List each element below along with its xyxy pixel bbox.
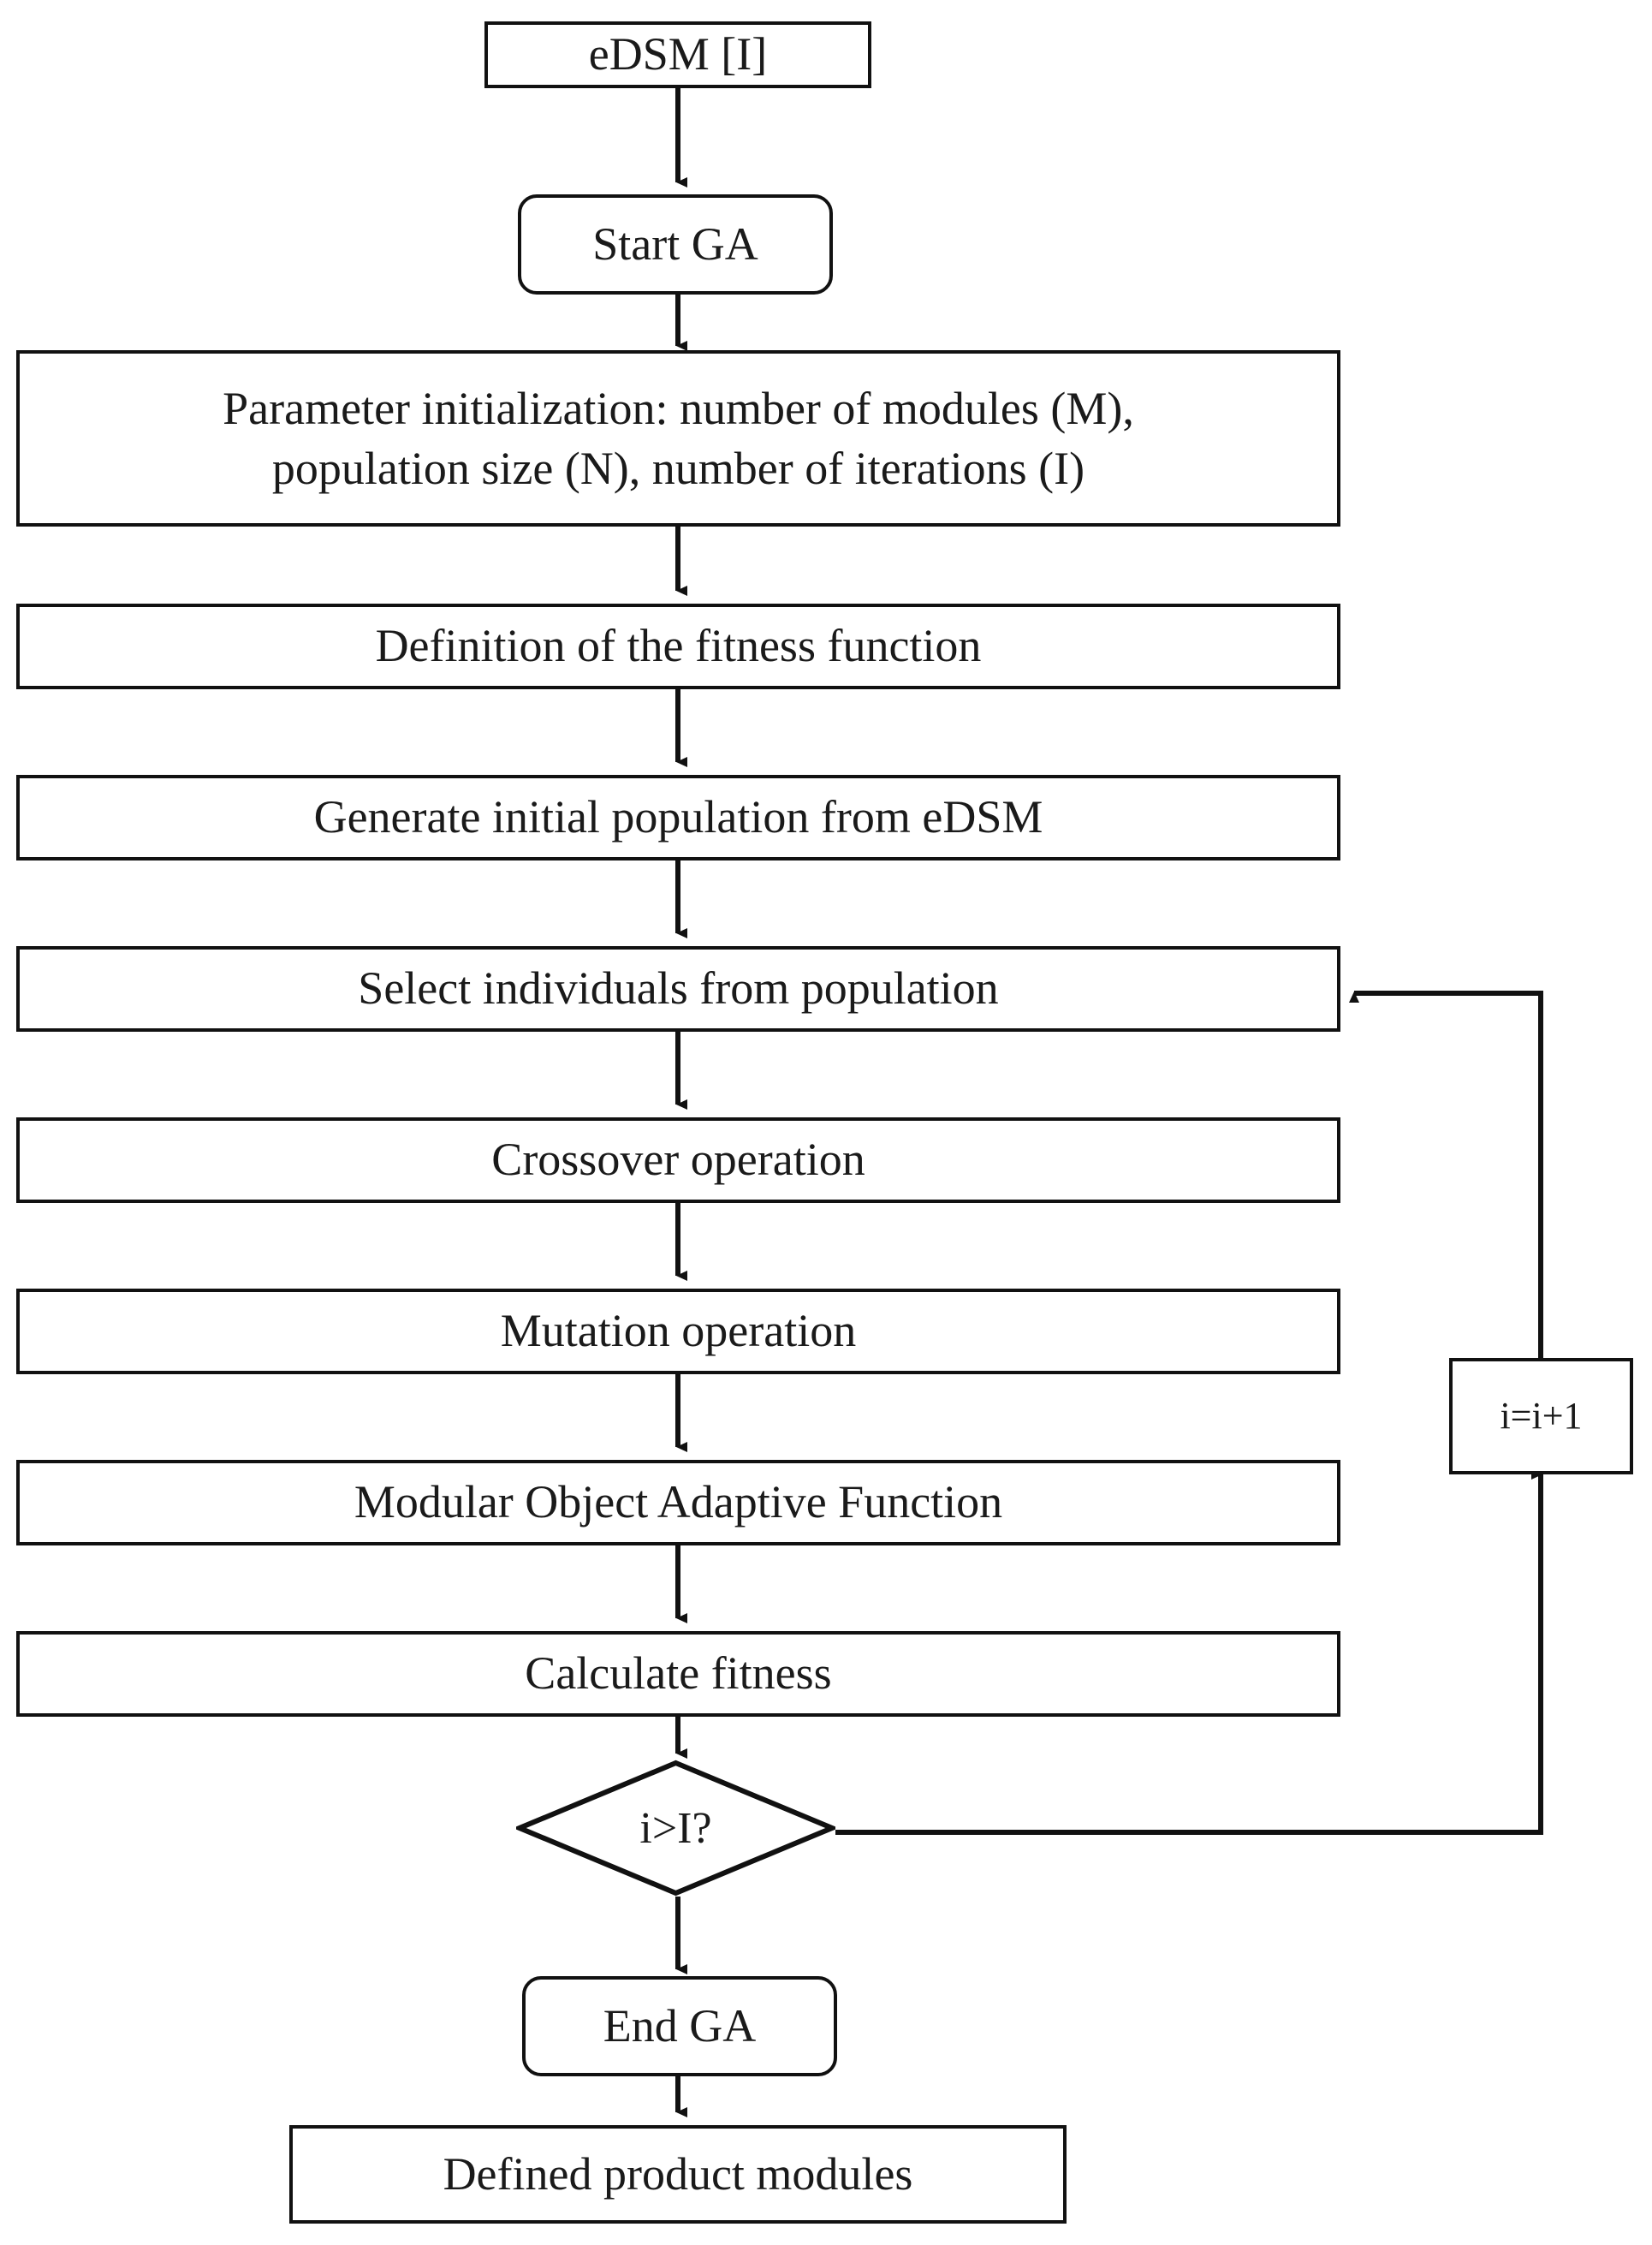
node-calculate-fitness-label: Calculate fitness: [525, 1647, 832, 1700]
node-parameter-initialization-label: Parameter initialization: number of modu…: [32, 378, 1325, 498]
node-parameter-initialization[interactable]: Parameter initialization: number of modu…: [16, 350, 1340, 527]
node-fitness-definition-label: Definition of the fitness function: [375, 620, 982, 672]
node-increment-label: i=i+1: [1500, 1395, 1583, 1438]
node-defined-product-modules[interactable]: Defined product modules: [289, 2125, 1067, 2224]
node-end-ga[interactable]: End GA: [522, 1976, 837, 2076]
param-line-1: Parameter initialization: number of modu…: [223, 382, 1134, 434]
node-edsm[interactable]: eDSM [I]: [484, 21, 871, 88]
node-crossover-operation[interactable]: Crossover operation: [16, 1117, 1340, 1203]
node-start-ga[interactable]: Start GA: [518, 194, 833, 295]
node-end-ga-label: End GA: [603, 1999, 757, 2051]
node-modular-object-adaptive-function[interactable]: Modular Object Adaptive Function: [16, 1460, 1340, 1545]
node-fitness-definition[interactable]: Definition of the fitness function: [16, 604, 1340, 689]
node-calculate-fitness[interactable]: Calculate fitness: [16, 1631, 1340, 1717]
node-modular-object-adaptive-function-label: Modular Object Adaptive Function: [354, 1476, 1003, 1528]
edge-increment-to-select: [1349, 991, 1543, 1358]
node-select-individuals[interactable]: Select individuals from population: [16, 946, 1340, 1032]
node-generate-population-label: Generate initial population from eDSM: [313, 791, 1043, 843]
node-edsm-label: eDSM [I]: [588, 28, 768, 80]
node-increment[interactable]: i=i+1: [1449, 1358, 1633, 1474]
node-defined-product-modules-label: Defined product modules: [443, 2147, 913, 2200]
node-mutation-operation[interactable]: Mutation operation: [16, 1289, 1340, 1374]
node-select-individuals-label: Select individuals from population: [358, 962, 999, 1015]
node-crossover-operation-label: Crossover operation: [491, 1134, 865, 1186]
param-line-2: population size (N), number of iteration…: [271, 443, 1085, 494]
node-decision[interactable]: i>I?: [516, 1760, 835, 1897]
decision-diamond-shape: [516, 1760, 835, 1897]
node-decision-label: i>I?: [639, 1803, 712, 1853]
node-mutation-operation-label: Mutation operation: [500, 1305, 857, 1357]
node-start-ga-label: Start GA: [592, 217, 758, 270]
node-generate-population[interactable]: Generate initial population from eDSM: [16, 775, 1340, 860]
